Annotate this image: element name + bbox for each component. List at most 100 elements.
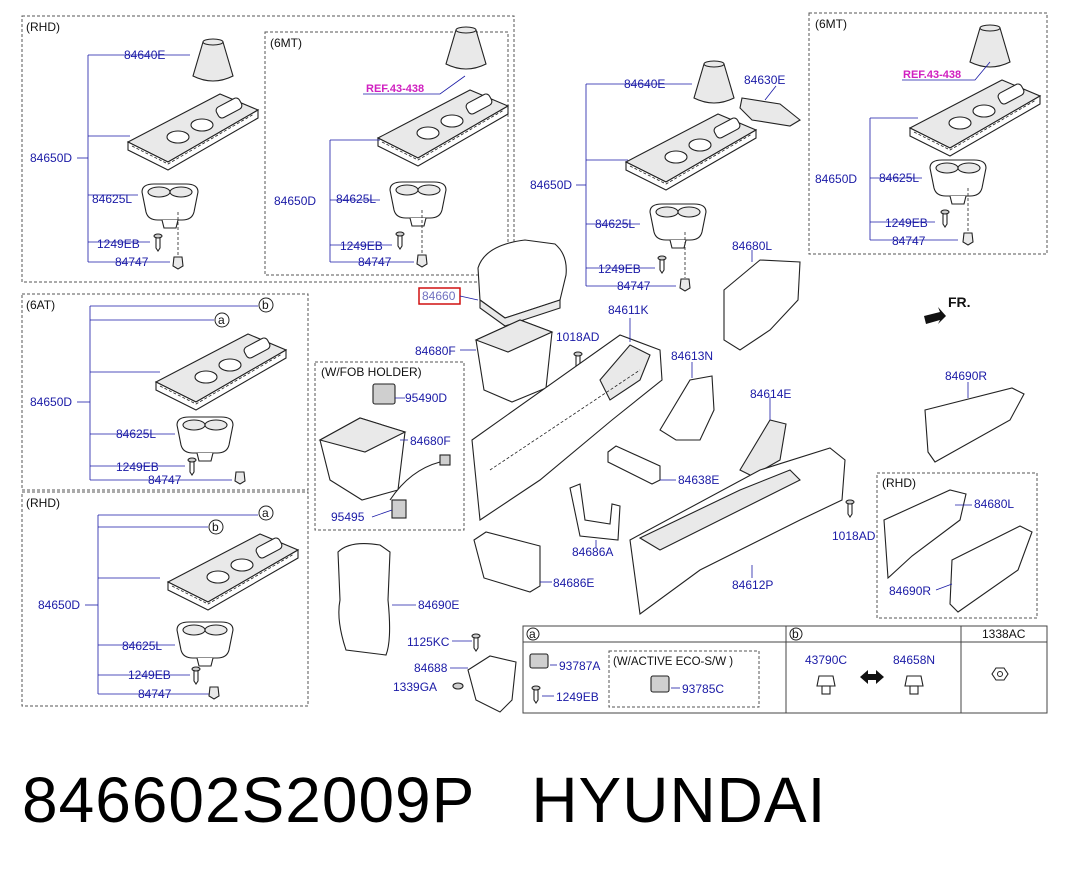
- label-84650D[interactable]: 84650D: [815, 172, 857, 186]
- screw-part: [657, 255, 667, 274]
- label-84611K[interactable]: 84611K: [608, 303, 648, 317]
- fob-holder-part: [372, 383, 396, 405]
- label-84625L[interactable]: 84625L: [116, 427, 156, 441]
- label-84680F[interactable]: 84680F: [410, 434, 451, 448]
- label-84680F[interactable]: 84680F: [415, 344, 456, 358]
- nut-part: [452, 682, 464, 690]
- label-84747[interactable]: 84747: [115, 255, 149, 269]
- label-95495[interactable]: 95495: [331, 510, 365, 524]
- section-6mt-right: (6MT): [815, 17, 847, 31]
- label-93787A[interactable]: 93787A: [559, 659, 600, 673]
- label-84650D[interactable]: 84650D: [38, 598, 80, 612]
- section-rhd-top: (RHD): [26, 20, 60, 34]
- label-84650D[interactable]: 84650D: [530, 178, 572, 192]
- label-1249EB[interactable]: 1249EB: [97, 237, 140, 251]
- clip-part: [904, 675, 924, 695]
- label-84625L[interactable]: 84625L: [92, 192, 132, 206]
- section-fob-holder: (W/FOB HOLDER): [321, 365, 422, 379]
- label-84640E[interactable]: 84640E: [124, 48, 165, 62]
- cup-holder-part: [649, 203, 707, 249]
- cup-holder-part: [929, 159, 987, 205]
- table-header-1338AC: 1338AC: [982, 627, 1026, 641]
- label-84747[interactable]: 84747: [892, 234, 926, 248]
- cup-holder-part: [176, 621, 234, 667]
- callout-a: a: [218, 313, 225, 327]
- console-tray-part: [909, 79, 1041, 157]
- label-1339GA[interactable]: 1339GA: [393, 680, 437, 694]
- label-84690R[interactable]: 84690R: [945, 369, 987, 383]
- label-84660[interactable]: 84660: [422, 289, 456, 303]
- label-84747[interactable]: 84747: [358, 255, 392, 269]
- label-84686A[interactable]: 84686A: [572, 545, 613, 559]
- label-84688[interactable]: 84688: [414, 661, 448, 675]
- section-6mt-top: (6MT): [270, 36, 302, 50]
- label-84625L[interactable]: 84625L: [879, 171, 919, 185]
- label-84614E[interactable]: 84614E: [750, 387, 791, 401]
- console-tray-part: [155, 333, 287, 411]
- label-95490D[interactable]: 95490D: [405, 391, 447, 405]
- label-84612P[interactable]: 84612P: [732, 578, 773, 592]
- footer-part-number: 846602S2009P: [22, 764, 476, 836]
- section-rhd-lower: (RHD): [26, 496, 60, 510]
- switch-part: [650, 675, 670, 693]
- switch-part: [529, 653, 549, 669]
- label-1249EB[interactable]: 1249EB: [885, 216, 928, 230]
- console-tray-part: [625, 113, 757, 191]
- ref-label[interactable]: REF.43-438: [366, 83, 424, 95]
- label-84680L[interactable]: 84680L: [732, 239, 772, 253]
- label-1018AD[interactable]: 1018AD: [556, 330, 600, 344]
- screw-part: [395, 231, 405, 250]
- label-84747[interactable]: 84747: [617, 279, 651, 293]
- clip-part: [208, 686, 220, 700]
- label-84686E[interactable]: 84686E: [553, 576, 594, 590]
- label-84747[interactable]: 84747: [138, 687, 172, 701]
- table-callout-b: b: [792, 627, 799, 641]
- label-1249EB[interactable]: 1249EB: [598, 262, 641, 276]
- cover-part: [739, 97, 801, 127]
- screw-part: [531, 685, 541, 704]
- label-84650D[interactable]: 84650D: [274, 194, 316, 208]
- clip-part: [172, 256, 184, 270]
- label-1125KC[interactable]: 1125KC: [407, 635, 450, 649]
- label-1249EB[interactable]: 1249EB: [556, 690, 599, 704]
- console-tray-part: [127, 93, 259, 171]
- label-84658N[interactable]: 84658N: [893, 653, 935, 667]
- label-84747[interactable]: 84747: [148, 473, 182, 487]
- label-84638E[interactable]: 84638E: [678, 473, 719, 487]
- label-84650D[interactable]: 84650D: [30, 395, 72, 409]
- callout-b: b: [212, 520, 219, 534]
- label-1249EB[interactable]: 1249EB: [340, 239, 383, 253]
- section-rhd-right: (RHD): [882, 476, 916, 490]
- cup-holder-part: [176, 416, 234, 462]
- label-84680L[interactable]: 84680L: [974, 497, 1014, 511]
- label-1018AD[interactable]: 1018AD: [832, 529, 876, 543]
- callout-a: a: [262, 506, 269, 520]
- label-84625L[interactable]: 84625L: [336, 192, 376, 206]
- label-84613N[interactable]: 84613N: [671, 349, 713, 363]
- side-panel-part: [883, 489, 967, 580]
- label-84630E[interactable]: 84630E: [744, 73, 785, 87]
- label-84690E[interactable]: 84690E: [418, 598, 459, 612]
- label-84650D[interactable]: 84650D: [30, 151, 72, 165]
- label-43790C[interactable]: 43790C: [805, 653, 847, 667]
- label-84640E[interactable]: 84640E: [624, 77, 665, 91]
- ref-label[interactable]: REF.43-438: [903, 69, 961, 81]
- shift-boot-part: [192, 38, 234, 82]
- label-1249EB[interactable]: 1249EB: [128, 668, 171, 682]
- label-84625L[interactable]: 84625L: [595, 217, 635, 231]
- label-84690R[interactable]: 84690R: [889, 584, 931, 598]
- label-84625L[interactable]: 84625L: [122, 639, 162, 653]
- callout-b: b: [262, 298, 269, 312]
- fr-label: FR.: [948, 294, 971, 310]
- screw-part: [187, 457, 197, 476]
- bracket-part: [569, 483, 621, 541]
- label-93785C[interactable]: 93785C: [682, 682, 724, 696]
- cup-holder-part: [389, 181, 447, 227]
- label-1249EB[interactable]: 1249EB: [116, 460, 159, 474]
- screw-part: [940, 209, 950, 228]
- side-panel-part: [924, 387, 1025, 463]
- section-active-eco: (W/ACTIVE ECO-S/W ): [613, 656, 733, 668]
- screw-part: [845, 499, 855, 518]
- clip-part: [962, 232, 974, 246]
